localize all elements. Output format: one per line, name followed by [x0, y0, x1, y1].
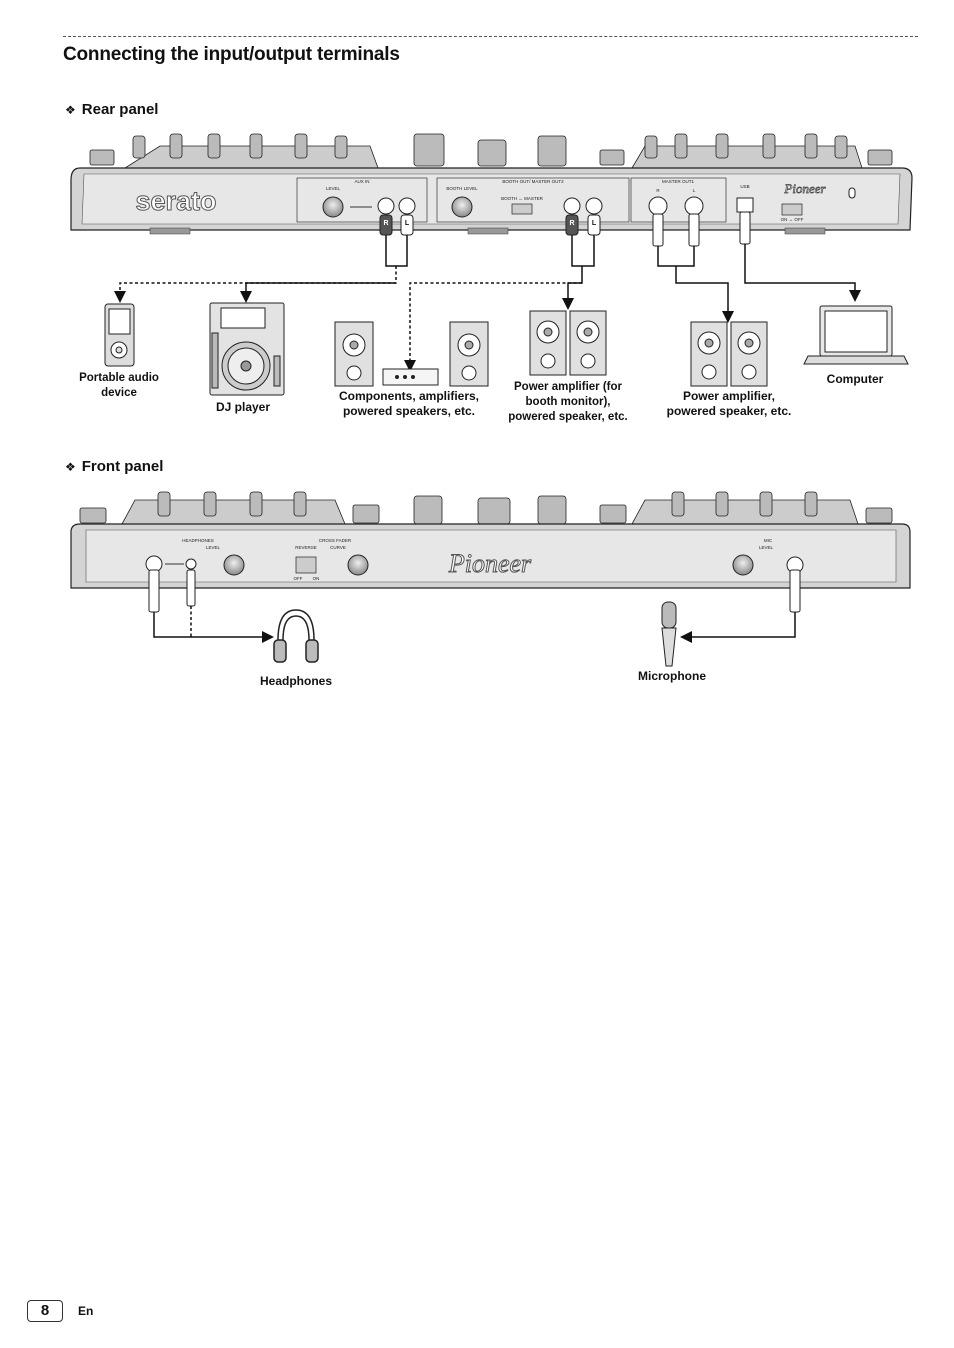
headphones-icon [273, 609, 319, 663]
portable-audio-device-label: Portable audio device [79, 372, 159, 399]
microphone-device-label: Microphone [638, 669, 706, 683]
mic-level-label: LEVEL [759, 545, 774, 550]
dj-player-label: DJ player [215, 400, 271, 414]
headphones-device-label: Headphones [259, 674, 332, 688]
rear-panel-heading-text: Rear panel [81, 101, 159, 118]
top-dashed-rule [63, 36, 918, 37]
cross-fader-label: CROSS FADER [319, 538, 352, 543]
power-switch[interactable] [781, 203, 803, 216]
rear-top-knobs [89, 133, 893, 169]
aux-r-jack[interactable] [377, 197, 395, 215]
booth-l-plug-label: L [592, 220, 597, 227]
computer-label: Computer [826, 372, 884, 386]
diamond-bullet-icon: ❖ [65, 103, 76, 117]
reverse-off-label: OFF [294, 576, 303, 581]
lock-slot-icon [848, 187, 856, 199]
booth-speakers-icon [529, 310, 607, 376]
microphone-icon [661, 601, 677, 667]
portable-audio-device-icon [104, 303, 135, 367]
rear-panel-heading: ❖ Rear panel [65, 101, 158, 118]
rear-controller: serato Pioneer AUX IN LEVEL BOOTH OUT/ M… [70, 133, 913, 247]
speaker-pair-components-icon [334, 321, 489, 387]
master-l-label: L [693, 188, 696, 193]
master-r-jack[interactable] [648, 196, 668, 216]
headphones-level-knob[interactable] [223, 554, 245, 576]
language-code: En [78, 1304, 94, 1318]
curve-label: CURVE [330, 545, 346, 550]
booth-l-jack[interactable] [585, 197, 603, 215]
power-amplifier-label: Power amplifier, powered speaker, etc. [666, 389, 792, 418]
master-r-label: R [656, 188, 660, 193]
booth-r-plug-label: R [569, 220, 574, 227]
aux-l-plug-label: L [405, 220, 410, 227]
serato-logo: serato [135, 186, 216, 216]
diamond-bullet-icon: ❖ [65, 460, 76, 474]
master-speakers-icon [690, 321, 768, 387]
mic-label: MIC [764, 538, 773, 543]
pioneer-logo-rear: Pioneer [783, 181, 826, 196]
booth-r-jack[interactable] [563, 197, 581, 215]
front-controller: Pioneer HEADPHONES LEVEL CROSS FADER REV… [70, 491, 911, 613]
pioneer-logo-front: Pioneer [448, 549, 532, 578]
aux-level-label: LEVEL [326, 186, 341, 191]
laptop-icon [803, 305, 909, 365]
reverse-on-label: ON [313, 576, 320, 581]
booth-monitor-label: Power amplifier (for booth monitor), pow… [508, 381, 628, 423]
master-out-label: MASTER OUT1 [662, 179, 695, 184]
booth-level-label: BOOTH LEVEL [446, 186, 478, 191]
aux-r-plug-label: R [383, 220, 388, 227]
usb-port[interactable] [736, 197, 754, 213]
page-number: 8 [27, 1300, 63, 1322]
front-panel-heading: ❖ Front panel [65, 458, 163, 475]
headphones-label: HEADPHONES [182, 538, 214, 543]
mic-level-knob[interactable] [732, 554, 754, 576]
booth-master-switch-label: BOOTH ↔ MASTER [501, 196, 544, 201]
headphones-jack-mini[interactable] [185, 558, 197, 570]
booth-master-switch[interactable] [511, 203, 533, 215]
front-panel-heading-text: Front panel [81, 458, 164, 475]
booth-level-knob[interactable] [451, 196, 473, 218]
amplifier-icon [382, 368, 439, 386]
reverse-label: REVERSE [295, 545, 317, 550]
components-label: Components, amplifiers, powered speakers… [338, 389, 480, 418]
aux-level-knob[interactable] [322, 196, 344, 218]
aux-l-jack[interactable] [398, 197, 416, 215]
on-off-label: ON ↔ OFF [781, 217, 804, 222]
dj-player-icon [209, 302, 285, 396]
booth-out-label: BOOTH OUT/ MASTER OUT2 [502, 179, 564, 184]
rear-cables [114, 235, 861, 372]
usb-label: USB [740, 184, 749, 189]
master-l-jack[interactable] [684, 196, 704, 216]
aux-in-label: AUX IN [354, 179, 369, 184]
front-cables [153, 606, 796, 643]
reverse-switch[interactable] [295, 556, 317, 574]
front-top-knobs [79, 491, 893, 525]
curve-knob[interactable] [347, 554, 369, 576]
page-title: Connecting the input/output terminals [63, 44, 400, 65]
headphones-level-label: LEVEL [206, 545, 221, 550]
